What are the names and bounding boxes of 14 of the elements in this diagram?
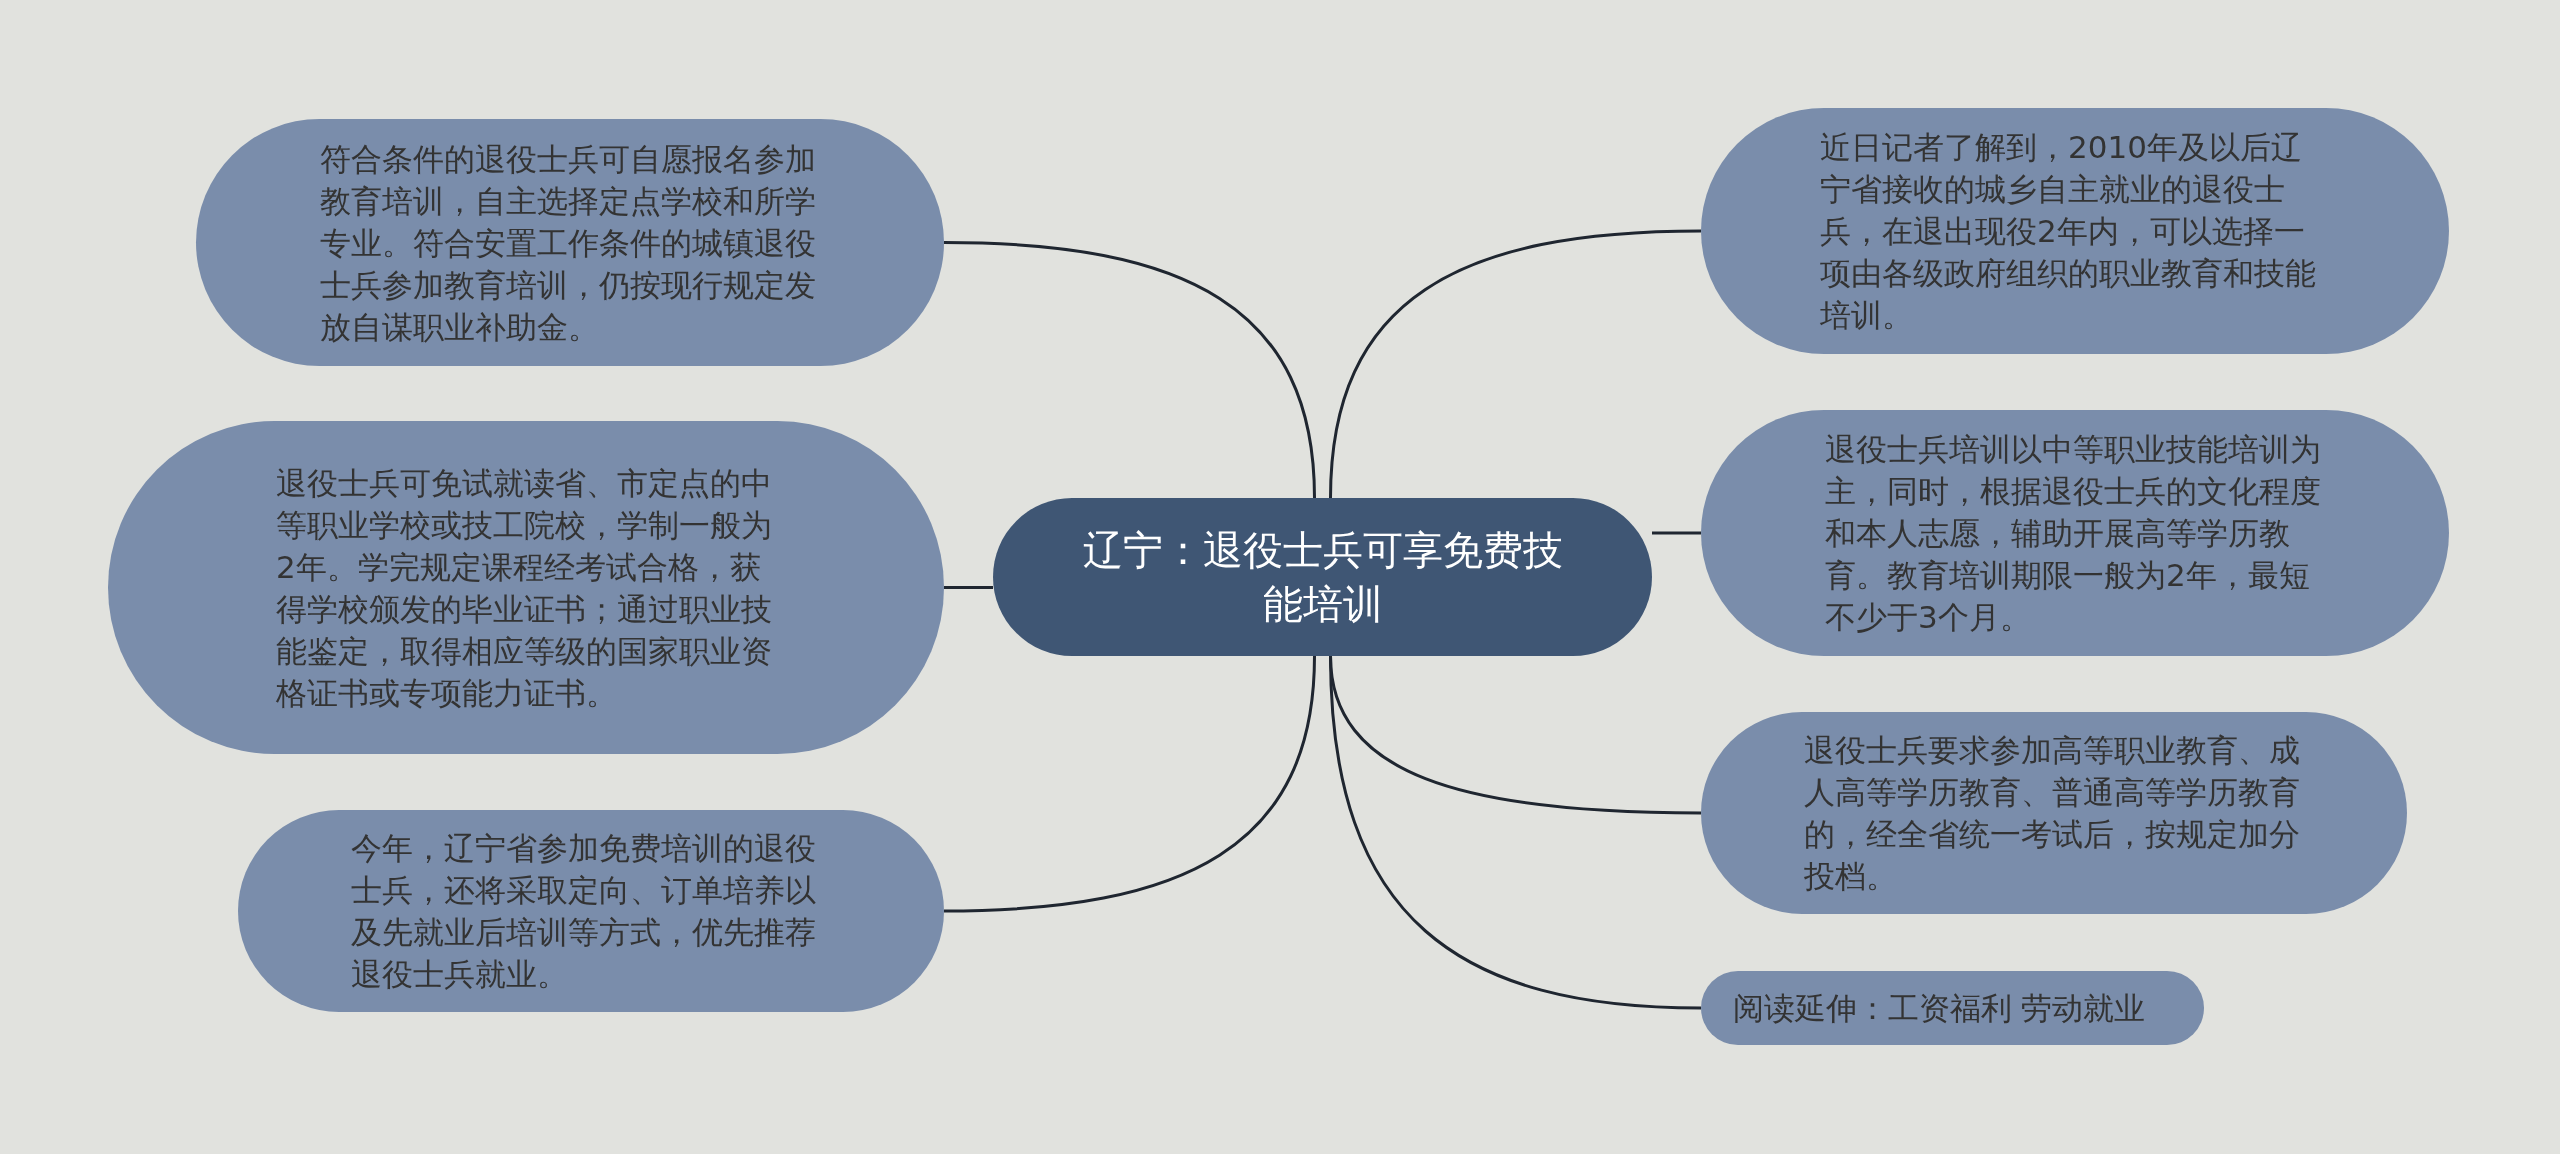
topic-text: 今年，辽宁省参加免费培训的退役士兵，还将采取定向、订单培养以及先就业后培训等方式，优先推荐退役士兵就业。 [351,829,817,994]
topic-text: 阅读延伸：工资福利 劳动就业 [1732,989,2147,1028]
topic-text: 退役士兵培训以中等职业技能培训为主，同时，根据退役士兵的文化程度和本人志愿，辅助开展高等学历教育。教育培训期限一般为2年，最短不少于3个月。 [1825,430,2322,637]
connector-line [1329,655,1702,1010]
topic-text: 符合条件的退役士兵可自愿报名参加教育培训，自主选择定点学校和所学专业。符合安置工作条件的城镇退役士兵参加教育培训，仍按现行规定发放自谋职业补助金。 [320,139,817,347]
topic-text: 近日记者了解到，2010年及以后辽宁省接收的城乡自主就业的退役士兵，在退出现役2年内，可以选择一项由各级政府组织的职业教育和技能培训。 [1820,128,2317,335]
topic-title: 辽宁：退役士兵可享免费技能培训 [1081,526,1564,629]
connector-line [943,655,1316,913]
connector-line [1329,229,1702,499]
topic-text: 退役士兵可免试就读省、市定点的中等职业学校或技工院校，学制一般为2年。学完规定课程经考试合格，获得学校颁发的毕业证书；通过职业技能鉴定，取得相应等级的国家职业资格证书或专项能力证书。 [276,463,773,713]
connector-line [944,586,993,589]
connector-line [1652,531,1701,535]
topic-text: 退役士兵要求参加高等职业教育、成人高等学历教育、普通高等学历教育的，经全省统一考试后，按规定加分投档。 [1804,731,2301,896]
connector-line [943,241,1316,499]
